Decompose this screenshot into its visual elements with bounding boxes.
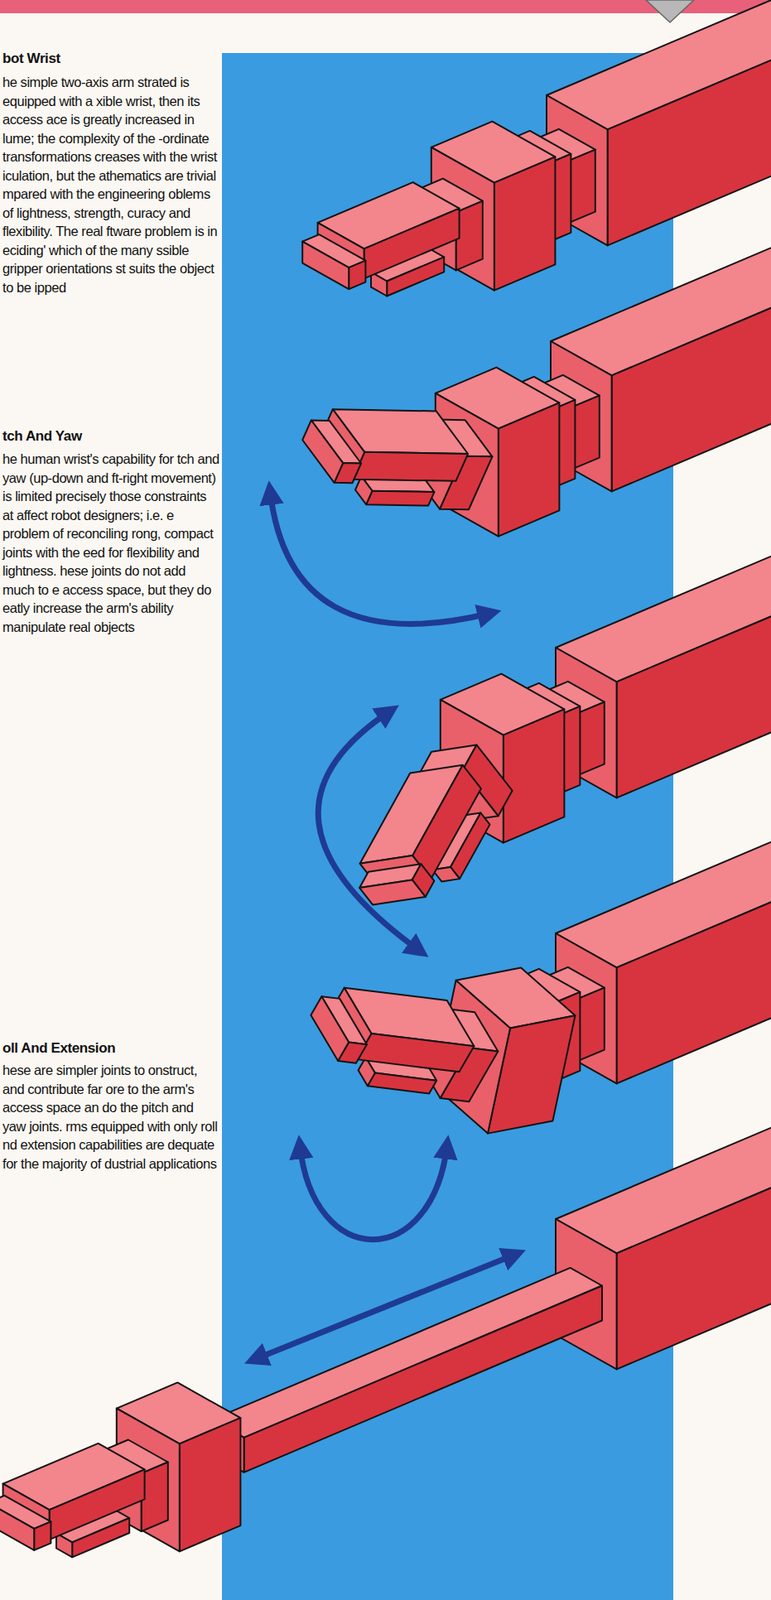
arm-face: [616, 832, 771, 1085]
robot-arm: [289, 205, 771, 544]
arm-face: [33, 1521, 51, 1551]
robot-arm: [293, 797, 771, 1147]
arm-face: [611, 240, 771, 492]
arm-face: [607, 0, 771, 246]
robot-arm: [0, 1083, 771, 1557]
arm-face: [351, 476, 376, 505]
body-text: hese are simpler joints to onstruct, and…: [2, 1060, 220, 1173]
roll-arrow: [299, 1144, 448, 1240]
arm-face: [356, 998, 474, 1108]
arm-face: [49, 1469, 145, 1540]
arm-face: [494, 156, 556, 290]
arm-face: [244, 1286, 603, 1473]
body-text: he human wrist's capability for tch and …: [2, 449, 220, 637]
arm-face: [573, 395, 600, 470]
arms-group: [0, 0, 771, 1557]
section-heading: bot Wrist: [2, 49, 220, 68]
arm-face: [364, 208, 460, 280]
corner-marker: [645, 0, 694, 23]
body-text: he simple two-axis arm strated is equipp…: [2, 72, 220, 297]
gripper: [0, 1440, 169, 1558]
arm-face: [578, 702, 605, 776]
arm-face: [0, 1502, 34, 1551]
arm-face: [352, 414, 469, 518]
gripper: [293, 941, 509, 1134]
arm-face: [359, 859, 426, 926]
robot-arm: [302, 0, 771, 296]
arm-face: [179, 1417, 241, 1552]
motion-arrows: [253, 490, 517, 1360]
arm-face: [578, 987, 605, 1062]
section-heading: oll And Extension: [2, 1039, 220, 1057]
arm-face: [498, 402, 560, 536]
yaw-arrow: [269, 490, 492, 624]
gripper: [289, 362, 502, 544]
gripper: [302, 178, 483, 297]
arm-face: [348, 260, 366, 290]
arm-face: [503, 708, 565, 843]
arm-face: [568, 149, 596, 224]
arm-face: [291, 419, 354, 482]
arm-face: [616, 546, 771, 799]
blue-panel: [221, 53, 674, 1600]
section-heading: tch And Yaw: [2, 427, 220, 445]
robot-arm: [320, 511, 771, 931]
gripper: [320, 727, 535, 931]
arm-face: [56, 1533, 73, 1558]
extension-arrow: [253, 1253, 517, 1360]
arm-face: [298, 996, 362, 1061]
arm-face: [371, 272, 387, 297]
pitch-arrow: [318, 710, 421, 952]
arm-face: [616, 1117, 771, 1370]
arm-face: [302, 241, 349, 290]
